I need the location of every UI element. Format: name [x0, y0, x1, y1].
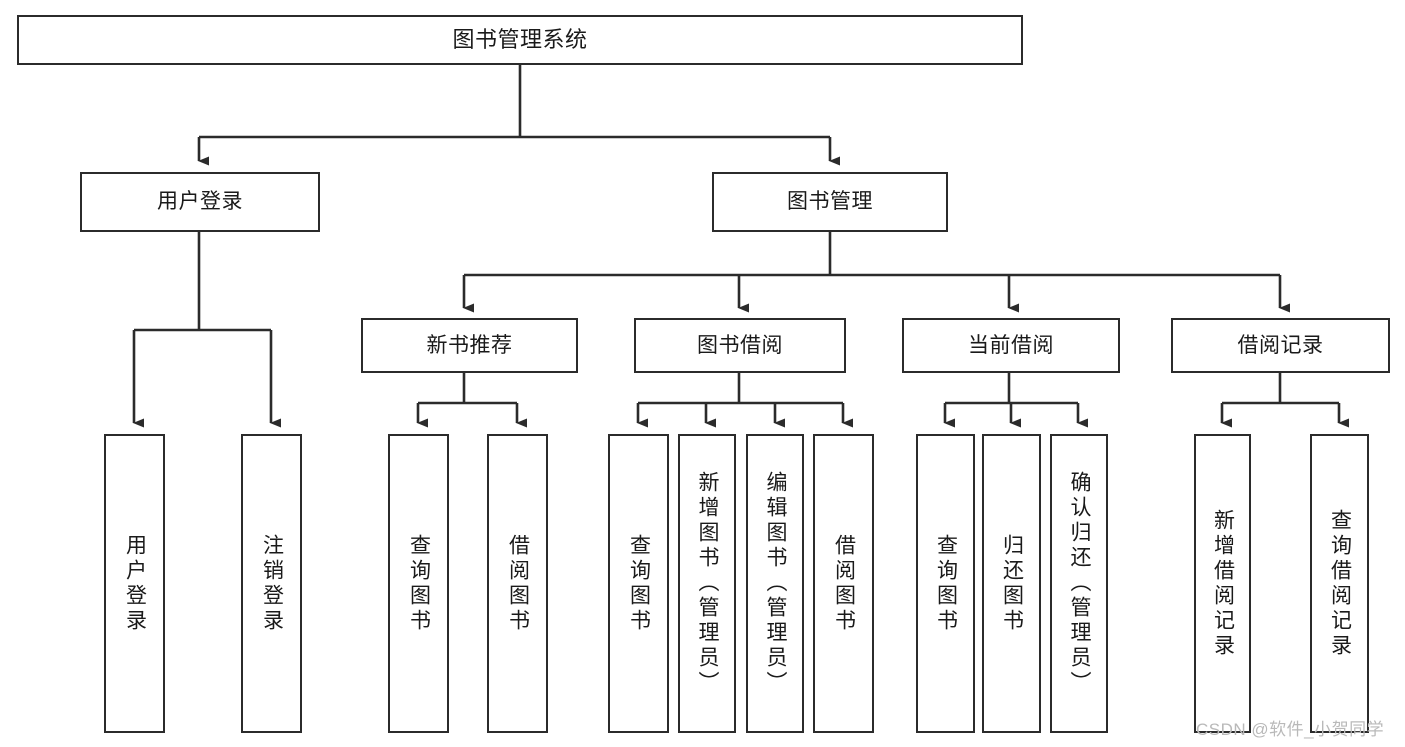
node-leaf-query-book-current[interactable]: 查询图书	[916, 434, 975, 733]
node-label: 归还图书	[1000, 533, 1024, 634]
node-leaf-confirm-return-admin[interactable]: 确认归还（管理员）	[1050, 434, 1108, 733]
node-label: 查询图书	[934, 533, 958, 634]
node-borrow-records[interactable]: 借阅记录	[1171, 318, 1390, 373]
node-leaf-borrow-book[interactable]: 借阅图书	[813, 434, 874, 733]
node-book-borrow[interactable]: 图书借阅	[634, 318, 846, 373]
node-label: 图书借阅	[697, 333, 783, 357]
node-root-book-management-system[interactable]: 图书管理系统	[17, 15, 1023, 65]
node-leaf-user-login[interactable]: 用户登录	[104, 434, 165, 733]
node-label: 查询图书	[627, 533, 651, 634]
node-label: 借阅记录	[1237, 333, 1324, 357]
node-label: 新增图书（管理员）	[696, 471, 719, 696]
node-leaf-query-book-borrow[interactable]: 查询图书	[608, 434, 669, 733]
node-leaf-return-book[interactable]: 归还图书	[982, 434, 1041, 733]
node-label: 当前借阅	[968, 333, 1054, 357]
node-label: 确认归还（管理员）	[1068, 471, 1091, 696]
node-leaf-query-book-recommend[interactable]: 查询图书	[388, 434, 449, 733]
node-label: 用户登录	[157, 190, 243, 214]
node-book-management[interactable]: 图书管理	[712, 172, 948, 232]
node-label: 新书推荐	[426, 333, 513, 357]
node-label: 查询借阅记录	[1328, 508, 1352, 659]
node-leaf-query-borrow-record[interactable]: 查询借阅记录	[1310, 434, 1369, 733]
node-user-login[interactable]: 用户登录	[80, 172, 320, 232]
node-leaf-borrow-book-recommend[interactable]: 借阅图书	[487, 434, 548, 733]
node-label: 注销登录	[260, 533, 284, 634]
node-leaf-logout[interactable]: 注销登录	[241, 434, 302, 733]
watermark-text: CSDN @软件_小贺同学	[1196, 720, 1385, 739]
node-label: 新增借阅记录	[1211, 508, 1235, 659]
node-current-borrow[interactable]: 当前借阅	[902, 318, 1120, 373]
node-label: 图书管理系统	[452, 26, 588, 52]
node-leaf-add-book-admin[interactable]: 新增图书（管理员）	[678, 434, 736, 733]
node-label: 用户登录	[123, 533, 147, 634]
node-label: 查询图书	[407, 533, 431, 634]
node-label: 图书管理	[787, 190, 873, 214]
node-leaf-add-borrow-record[interactable]: 新增借阅记录	[1194, 434, 1251, 733]
node-leaf-edit-book-admin[interactable]: 编辑图书（管理员）	[746, 434, 804, 733]
node-label: 借阅图书	[832, 533, 856, 634]
node-label: 编辑图书（管理员）	[764, 471, 787, 696]
node-new-book-recommend[interactable]: 新书推荐	[361, 318, 578, 373]
node-label: 借阅图书	[506, 533, 530, 634]
